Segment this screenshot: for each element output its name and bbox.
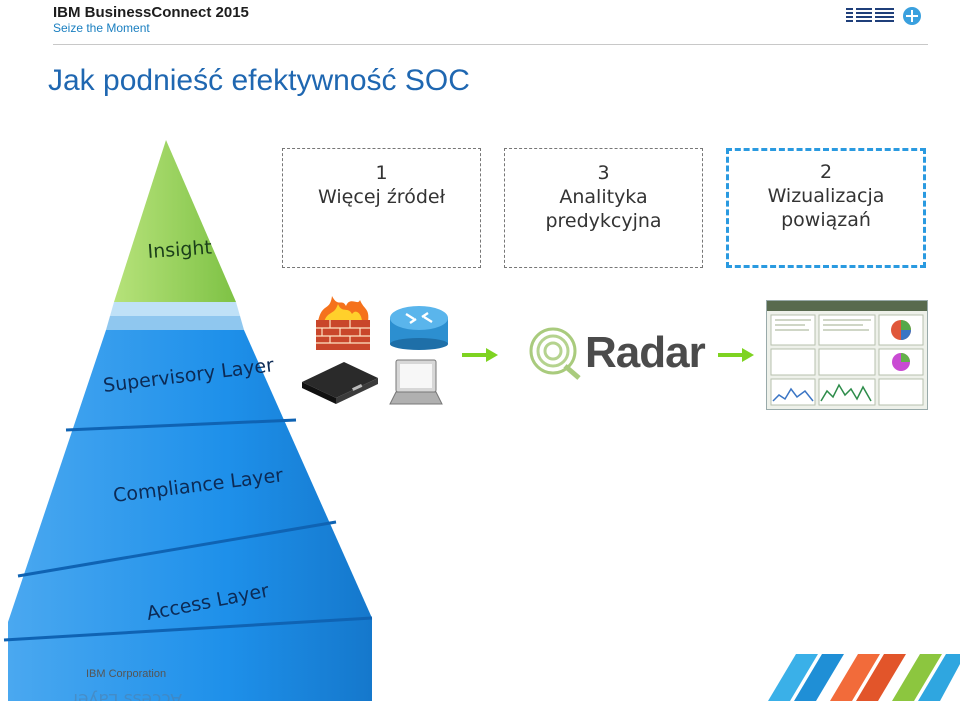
server-appliance-icon [302, 362, 378, 404]
step-label-line2: predykcyjna [545, 210, 662, 232]
footer-decoration-icon [768, 654, 960, 701]
step-box-predictive-analytics: 3 Analityka predykcyjna [504, 148, 703, 268]
step-label: Więcej źródeł [318, 186, 445, 208]
step-number: 3 [597, 162, 610, 184]
event-brand-subtitle: Seize the Moment [53, 21, 150, 35]
step-box-visualization: 2 Wizualizacja powiązań [726, 148, 926, 268]
step-label-line1: Wizualizacja [767, 185, 885, 207]
flow-arrow-icon [462, 348, 498, 362]
step-number: 2 [819, 161, 833, 183]
pyramid-layer-insight: Insight [147, 237, 213, 263]
slide-title: Jak podnieść efektywność SOC [48, 64, 470, 97]
ibm-logo-icon [846, 7, 921, 25]
pyramid-insight-section [114, 140, 236, 302]
router-icon [390, 306, 448, 350]
header-divider [53, 44, 928, 45]
copyright-text: IBM Corporation [86, 668, 167, 680]
firewall-icon [316, 296, 370, 350]
laptop-icon [389, 359, 443, 405]
dashboard-screenshot [766, 300, 928, 410]
step-label-line2: powiązań [781, 209, 871, 231]
flow-arrow-icon [718, 348, 754, 362]
pyramid-base [8, 330, 372, 701]
pyramid-reflection-text: Access Layer [71, 689, 182, 701]
step-number: 1 [375, 162, 388, 184]
qradar-product-name: Radar [585, 328, 706, 377]
step-box-more-sources: 1 Więcej źródeł [282, 148, 481, 268]
step-label-line1: Analityka [559, 186, 648, 208]
event-brand-title: IBM BusinessConnect 2015 [53, 4, 249, 21]
qradar-logo-icon [529, 327, 581, 380]
